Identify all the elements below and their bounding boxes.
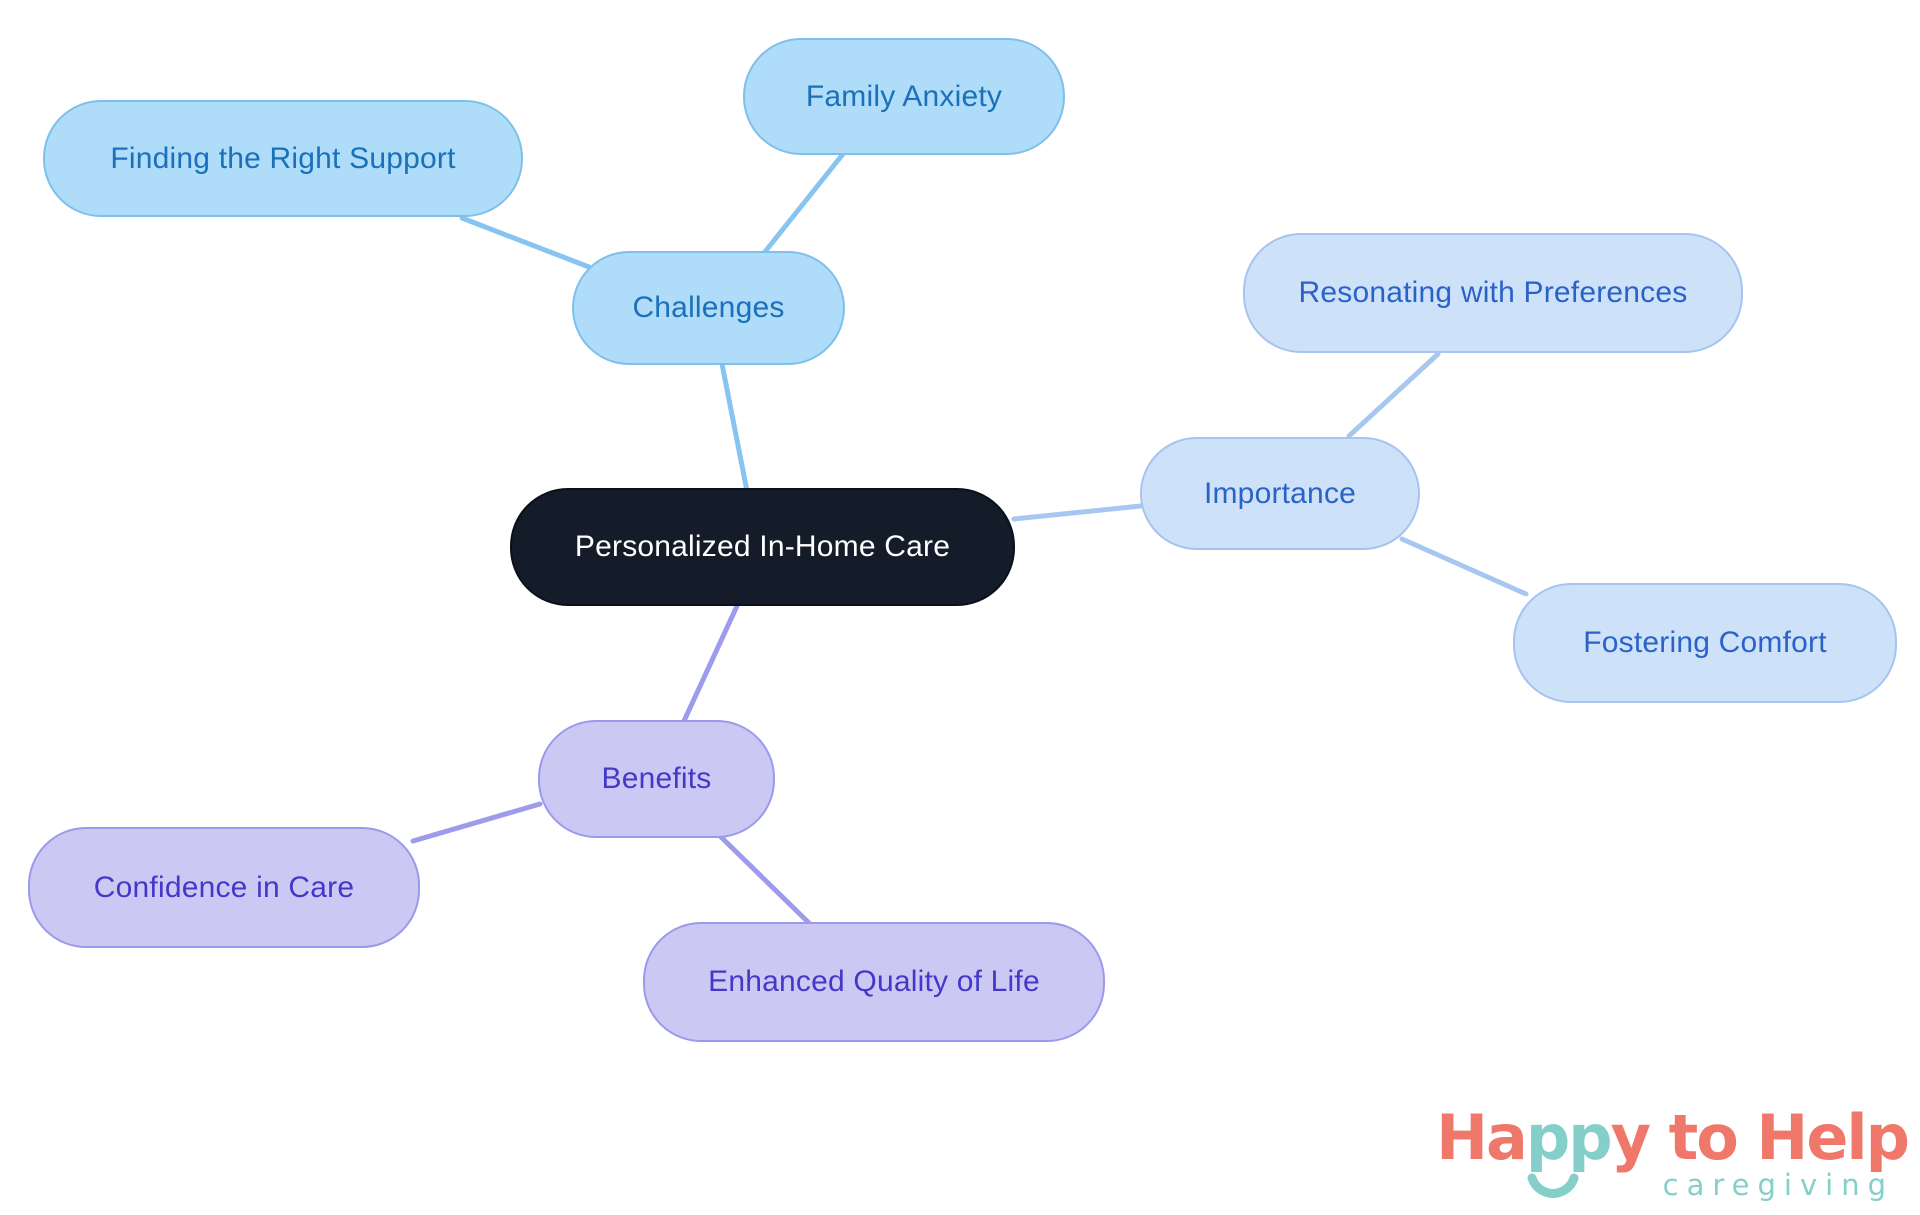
smile-icon	[1527, 1173, 1579, 1198]
node-confidence-in-care[interactable]: Confidence in Care	[28, 827, 420, 948]
node-central-topic[interactable]: Personalized In-Home Care	[510, 488, 1015, 606]
node-label: Resonating with Preferences	[1298, 276, 1688, 309]
happy-to-help-logo: Happy to Help caregiving	[1408, 1100, 1918, 1212]
node-challenges[interactable]: Challenges	[572, 251, 845, 365]
node-resonating-preferences[interactable]: Resonating with Preferences	[1243, 233, 1743, 353]
node-label: Personalized In-Home Care	[574, 530, 951, 563]
node-label: Confidence in Care	[93, 870, 355, 904]
node-benefits[interactable]: Benefits	[538, 720, 775, 838]
node-label: Importance	[1203, 476, 1357, 510]
edge-benefits-to-confidence-in-care	[410, 801, 543, 844]
node-label: Family Anxiety	[805, 79, 1003, 113]
logo-text-pp: pp	[1525, 1101, 1613, 1174]
node-family-anxiety[interactable]: Family Anxiety	[743, 38, 1065, 155]
node-finding-right-support[interactable]: Finding the Right Support	[43, 100, 523, 217]
edge-challenges-to-finding-right-support	[459, 215, 592, 270]
edge-central-to-importance	[1011, 503, 1144, 522]
logo-wordmark: Happy to Help	[1436, 1101, 1910, 1174]
node-label: Finding the Right Support	[110, 141, 456, 175]
node-label: Benefits	[601, 762, 712, 795]
edge-central-to-benefits	[681, 603, 740, 724]
node-enhanced-quality-of-life[interactable]: Enhanced Quality of Life	[643, 922, 1105, 1042]
node-fostering-comfort[interactable]: Fostering Comfort	[1513, 583, 1897, 703]
logo-text-y-to-help: y to Help	[1610, 1101, 1910, 1174]
edge-benefits-to-enhanced-quality-of-life	[718, 834, 812, 926]
edge-importance-to-resonating-preferences	[1346, 351, 1441, 439]
node-importance[interactable]: Importance	[1140, 437, 1420, 550]
edge-importance-to-fostering-comfort	[1399, 536, 1529, 597]
node-label: Fostering Comfort	[1583, 626, 1827, 659]
edge-challenges-to-family-anxiety	[761, 151, 846, 256]
node-label: Challenges	[632, 291, 785, 324]
edge-central-to-challenges	[719, 361, 750, 494]
node-label: Enhanced Quality of Life	[708, 965, 1040, 998]
logo-tagline: caregiving	[1662, 1168, 1894, 1202]
logo-text-ha: Ha	[1436, 1101, 1528, 1174]
